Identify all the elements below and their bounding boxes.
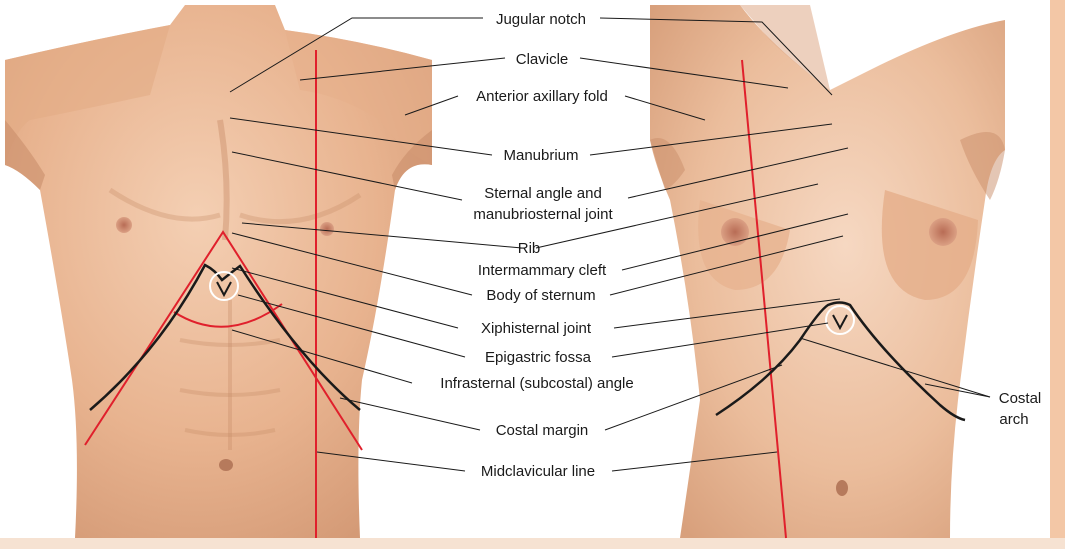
label-costal-arch-line2: arch <box>999 411 1028 428</box>
male-landmark-markings <box>84 50 363 538</box>
leader-costal-arch-upper <box>924 383 991 398</box>
leader-axillary-right <box>624 95 706 121</box>
label-jugular-notch: Jugular notch <box>496 11 586 28</box>
leader-costal-margin-right <box>604 364 783 431</box>
label-intermammary-cleft: Intermammary cleft <box>478 262 607 279</box>
label-midclavicular-line: Midclavicular line <box>481 463 595 480</box>
leader-epigastric-right <box>611 322 829 358</box>
label-costal-margin: Costal margin <box>496 422 589 439</box>
leader-jugular-right <box>599 17 833 96</box>
label-sternal-angle-line2: manubriosternal joint <box>473 206 613 223</box>
female-areola-left <box>721 218 749 246</box>
female-axilla-left <box>650 138 685 190</box>
leader-xiphisternal-right <box>613 298 841 329</box>
labels: Jugular notch Clavicle Anterior axillary… <box>440 11 1041 480</box>
label-costal-arch-line1: Costal <box>999 390 1042 407</box>
male-angle-arc <box>173 303 283 328</box>
male-nipple-right <box>320 222 334 236</box>
leader-intermammary <box>621 213 849 271</box>
male-pectoral-left <box>108 187 221 222</box>
frame-accent-right <box>1050 0 1065 549</box>
leader-rib-right <box>535 183 819 249</box>
label-infrasternal-angle: Infrasternal (subcostal) angle <box>440 375 633 392</box>
label-manubrium: Manubrium <box>503 147 578 164</box>
label-epigastric-fossa: Epigastric fossa <box>485 349 592 366</box>
leader-midclavicular-right <box>611 451 778 472</box>
female-breast-left <box>698 200 790 290</box>
male-xiphoid-v <box>216 281 232 298</box>
female-landmark-markings <box>715 59 966 539</box>
male-sternum-shadow <box>217 119 230 241</box>
leader-axillary-left <box>404 95 459 116</box>
male-shoulder-right <box>285 30 432 165</box>
leader-sternal-angle-right <box>627 147 849 199</box>
leader-costal-arch-lower <box>799 337 991 398</box>
leader-infrasternal <box>231 329 413 384</box>
leader-rib-left <box>241 222 523 249</box>
female-areola-right <box>929 218 957 246</box>
leader-manubrium-right <box>589 123 833 156</box>
leader-costal-margin-left <box>339 397 481 431</box>
female-umbilicus <box>836 480 848 496</box>
male-axilla-left <box>5 120 45 190</box>
leader-xiphisternal-left <box>231 267 459 329</box>
male-xiphoid-circle <box>209 271 239 301</box>
female-midclavicular-line <box>741 59 787 539</box>
male-nipple-left <box>116 217 132 233</box>
female-xiphoid-circle <box>825 305 855 335</box>
label-rib: Rib <box>518 240 541 257</box>
leader-jugular-left <box>229 17 483 93</box>
leader-body-sternum-right <box>609 235 844 296</box>
label-sternal-angle-line1: Sternal angle and <box>484 185 602 202</box>
female-body <box>650 5 1005 538</box>
leader-clavicle-left <box>299 57 506 81</box>
female-axilla-right <box>960 132 1005 200</box>
female-breast-right <box>881 190 978 300</box>
female-costal-arch <box>715 301 966 422</box>
leader-manubrium-left <box>229 117 493 156</box>
male-umbilicus <box>219 459 233 471</box>
male-costal-margin <box>89 263 361 411</box>
label-clavicle: Clavicle <box>516 51 569 68</box>
female-xiphoid-v <box>832 314 848 331</box>
frame-accent-bottom <box>0 538 1065 549</box>
leader-clavicle-right <box>579 57 789 89</box>
leader-midclavicular-left <box>316 451 466 472</box>
leader-body-sternum-left <box>231 232 473 296</box>
leader-sternal-angle-left <box>231 151 463 201</box>
male-pectoral-right <box>239 192 362 225</box>
male-abdominal-creases <box>179 338 281 437</box>
label-xiphisternal-joint: Xiphisternal joint <box>481 320 592 337</box>
male-shoulder-left <box>5 25 170 165</box>
leader-lines <box>229 17 991 472</box>
label-body-of-sternum: Body of sternum <box>486 287 595 304</box>
leader-epigastric-left <box>237 294 466 358</box>
male-infrasternal-angle-lines <box>84 230 363 451</box>
label-anterior-axillary-fold: Anterior axillary fold <box>476 88 608 105</box>
